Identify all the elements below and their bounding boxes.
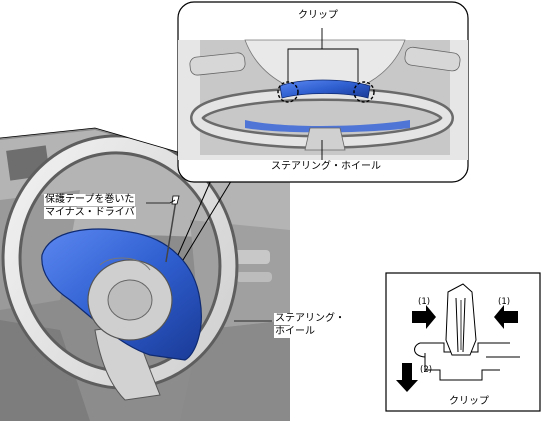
detail-arrow-left-label: (1) <box>418 297 431 307</box>
main-view-edge <box>0 127 206 161</box>
callout-clip-label: クリップ <box>297 10 339 22</box>
clip-marker-right <box>353 81 375 103</box>
push-arrow-left <box>412 305 436 329</box>
screwdriver-label-line1: 保護テープを巻いた <box>44 194 136 206</box>
detail-arrow-down-label: (2) <box>420 365 433 375</box>
detail-caption: クリップ <box>449 396 489 407</box>
callout-view <box>178 39 468 160</box>
pull-arrow-down <box>396 363 418 392</box>
push-arrow-right <box>494 305 518 329</box>
main-wheel-label-line2: ホイール <box>274 326 316 338</box>
callout-wheel-label: ステアリング・ホイール <box>270 161 382 173</box>
detail-arrow-right-label: (1) <box>498 297 511 307</box>
clip-detail-drawing <box>414 283 520 381</box>
screwdriver-label-line2: マイナス・ドライバ <box>44 207 136 219</box>
main-wheel-label-line1: ステアリング・ <box>274 313 346 325</box>
